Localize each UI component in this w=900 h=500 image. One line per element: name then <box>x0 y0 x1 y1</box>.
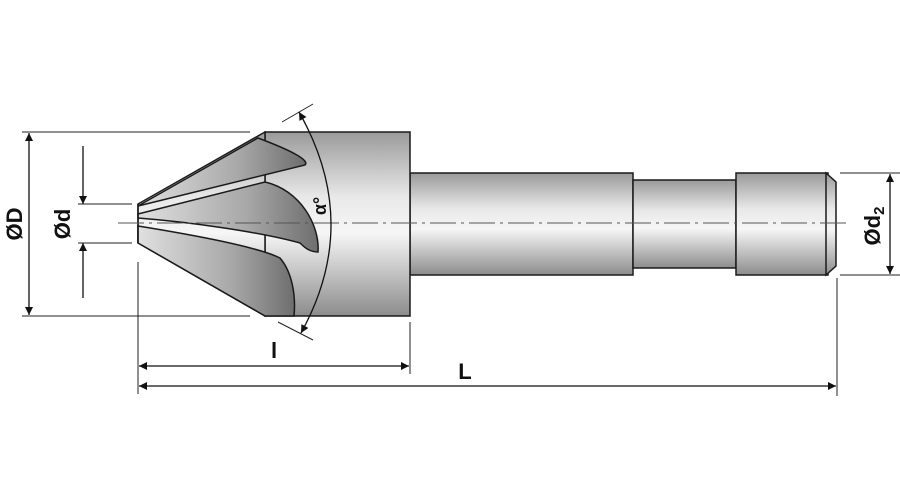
shank-end <box>735 172 829 276</box>
dim-angle-arc <box>298 111 332 334</box>
label-cutting-length: l <box>271 338 277 363</box>
dimension-lines <box>25 111 894 390</box>
label-outer-diameter: ØD <box>2 208 27 241</box>
flute-3 <box>137 225 296 317</box>
label-shank-diameter: Ød2 <box>860 207 888 246</box>
extension-lines <box>22 103 900 396</box>
label-inner-diameter: Ød <box>50 209 75 240</box>
label-total-length: L <box>458 359 471 384</box>
shank-main <box>409 172 634 276</box>
shank <box>409 171 837 277</box>
label-angle: α° <box>310 197 330 215</box>
countersink-head <box>137 130 411 318</box>
shank-neck <box>632 179 737 269</box>
shank-chamfer <box>825 171 837 277</box>
